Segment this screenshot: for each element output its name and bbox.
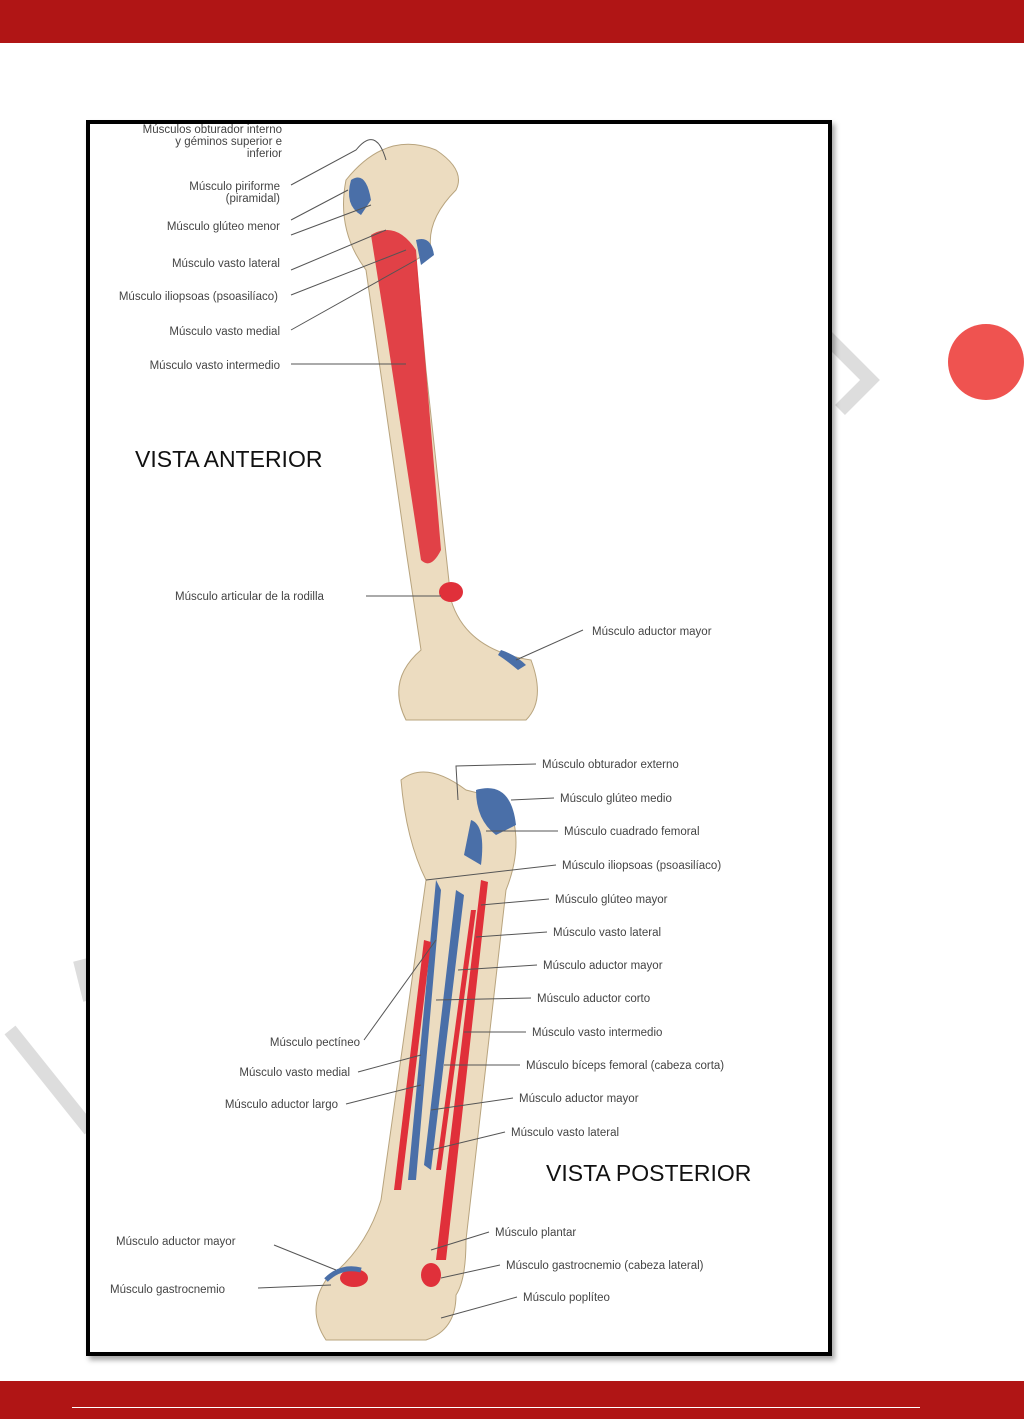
header-band bbox=[0, 0, 1024, 43]
label-anterior-muscle: Músculos obturador interno y géminos sup… bbox=[142, 124, 282, 160]
label-posterior-muscle: Músculo vasto lateral bbox=[511, 1127, 620, 1139]
label-anterior-muscle: Músculo articular de la rodilla bbox=[175, 591, 324, 603]
label-posterior-muscle: Músculo obturador externo bbox=[542, 759, 679, 771]
label-posterior-muscle: Músculo bíceps femoral (cabeza corta) bbox=[526, 1060, 725, 1072]
label-posterior-muscle: Músculo gastrocnemio bbox=[110, 1284, 226, 1296]
label-posterior-muscle: Músculo aductor mayor bbox=[519, 1093, 639, 1105]
title-anterior-view: VISTA ANTERIOR bbox=[135, 446, 323, 472]
footer-rule bbox=[72, 1407, 920, 1408]
label-posterior-muscle: Músculo aductor corto bbox=[537, 993, 651, 1005]
label-anterior-muscle: Músculo vasto medial bbox=[169, 326, 280, 338]
label-posterior-muscle: Músculo aductor largo bbox=[224, 1099, 338, 1111]
label-anterior-muscle: Músculo aductor mayor bbox=[592, 626, 712, 638]
femur-anterior bbox=[343, 143, 538, 721]
label-posterior-muscle: Músculo vasto lateral bbox=[553, 927, 662, 939]
label-posterior-muscle: Músculo aductor mayor bbox=[543, 960, 663, 972]
title-posterior-view: VISTA POSTERIOR bbox=[546, 1160, 752, 1186]
label-posterior-muscle: Músculo plantar bbox=[495, 1227, 577, 1239]
label-anterior-muscle: Músculo piriforme (piramidal) bbox=[189, 181, 280, 205]
label-posterior-muscle: Músculo glúteo mayor bbox=[555, 894, 668, 906]
label-anterior-muscle: Músculo vasto intermedio bbox=[149, 360, 280, 372]
page-marker-dot bbox=[948, 324, 1024, 400]
label-posterior-muscle: Músculo cuadrado femoral bbox=[564, 826, 700, 838]
label-anterior-muscle: Músculo glúteo menor bbox=[166, 221, 280, 233]
label-anterior-muscle: Músculo iliopsoas (psoasilíaco) bbox=[118, 291, 278, 303]
leader-lines bbox=[257, 139, 584, 1319]
label-posterior-muscle: Músculo aductor mayor bbox=[116, 1236, 236, 1248]
footer-band bbox=[0, 1381, 1024, 1419]
label-anterior-muscle: Músculo vasto lateral bbox=[171, 258, 280, 270]
label-posterior-muscle: Músculo gastrocnemio (cabeza lateral) bbox=[506, 1260, 704, 1272]
label-posterior-muscle: Músculo glúteo medio bbox=[560, 793, 672, 805]
label-posterior-muscle: Músculo pectíneo bbox=[269, 1037, 360, 1049]
label-posterior-muscle: Músculo vasto medial bbox=[239, 1067, 350, 1079]
label-posterior-muscle: Músculo vasto intermedio bbox=[532, 1027, 663, 1039]
label-posterior-muscle: Músculo iliopsoas (psoasilíaco) bbox=[562, 860, 722, 872]
label-posterior-muscle: Músculo poplíteo bbox=[523, 1292, 610, 1304]
femur-illustration bbox=[257, 139, 584, 1341]
